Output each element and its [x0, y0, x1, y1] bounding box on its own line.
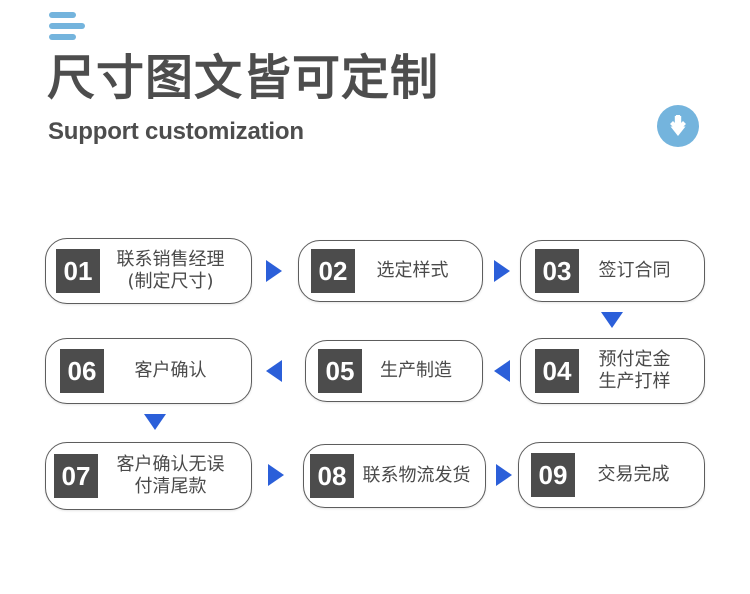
step-label: 客户确认无误 付清尾款 — [116, 454, 225, 497]
arrow-left-icon-04-05 — [494, 360, 510, 382]
step-number-badge: 05 — [318, 349, 362, 393]
step-number-badge: 09 — [531, 453, 575, 497]
hamburger-icon[interactable] — [49, 12, 89, 46]
step-number-badge: 08 — [310, 454, 354, 498]
arrow-right-icon-08-09 — [496, 464, 512, 486]
hamburger-bar-top — [49, 12, 76, 18]
download-arrow-icon[interactable] — [657, 105, 699, 147]
step-label: 交易完成 — [597, 464, 670, 486]
step-number-badge: 02 — [311, 249, 355, 293]
step-number-badge: 04 — [535, 349, 579, 393]
step-label: 联系销售经理 (制定尺寸) — [116, 249, 225, 292]
hamburger-bar-bottom — [49, 34, 76, 40]
step-label: 生产制造 — [380, 360, 452, 382]
arrow-down-icon-03-04 — [601, 312, 623, 328]
flow-step-07[interactable]: 07 客户确认无误 付清尾款 — [45, 442, 252, 510]
flow-step-01[interactable]: 01 联系销售经理 (制定尺寸) — [45, 238, 252, 304]
step-label: 联系物流发货 — [362, 465, 471, 487]
arrow-right-icon-02-03 — [494, 260, 510, 282]
arrow-right-icon-07-08 — [268, 464, 284, 486]
step-number-badge: 01 — [56, 249, 100, 293]
flow-step-05[interactable]: 05 生产制造 — [305, 340, 483, 402]
arrow-down-icon-06-07 — [144, 414, 166, 430]
step-number-badge: 03 — [535, 249, 579, 293]
arrow-right-icon-01-02 — [266, 260, 282, 282]
page-subtitle: Support customization — [48, 118, 304, 145]
step-label: 预付定金 生产打样 — [598, 349, 671, 392]
hamburger-bar-middle — [49, 23, 85, 29]
arrow-left-icon-05-06 — [266, 360, 282, 382]
flow-step-06[interactable]: 06 客户确认 — [45, 338, 252, 404]
step-number-badge: 07 — [54, 454, 98, 498]
step-label: 客户确认 — [134, 360, 207, 382]
step-label: 签订合同 — [598, 260, 671, 282]
flow-step-04[interactable]: 04 预付定金 生产打样 — [520, 338, 705, 404]
page-title: 尺寸图文皆可定制 — [47, 52, 440, 105]
flow-step-08[interactable]: 08 联系物流发货 — [303, 444, 486, 508]
flow-step-09[interactable]: 09 交易完成 — [518, 442, 705, 508]
step-label: 选定样式 — [376, 260, 449, 282]
flow-step-02[interactable]: 02 选定样式 — [298, 240, 483, 302]
step-number-badge: 06 — [60, 349, 104, 393]
flow-step-03[interactable]: 03 签订合同 — [520, 240, 705, 302]
page-header: 尺寸图文皆可定制 Support customization — [0, 0, 750, 220]
